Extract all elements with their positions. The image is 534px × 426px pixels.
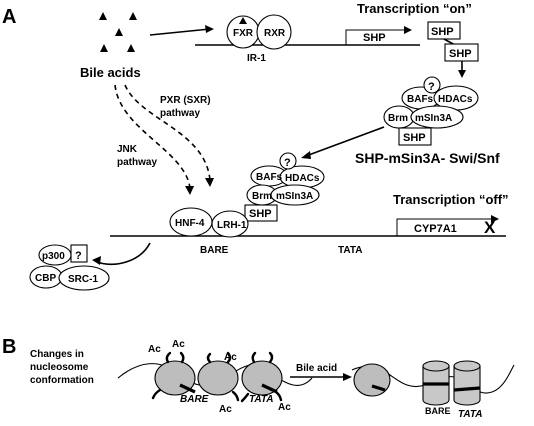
shp-protein-label-1: SHP (431, 26, 454, 38)
jnk-line-2: pathway (117, 157, 157, 168)
hnf4-label: HNF-4 (175, 218, 205, 229)
question-mark-bottom: ? (284, 157, 291, 169)
bile-acid-molecules (99, 12, 137, 52)
transcription-on-label: Transcription “on” (357, 1, 472, 16)
ac-label-4: Ac (219, 404, 232, 415)
bile-acid-to-fxr-arrow (149, 28, 211, 36)
fxr-rxr-heterodimer: FXR RXR (226, 14, 292, 50)
ac-label-2: Ac (172, 339, 185, 350)
shp-gene-box (345, 29, 410, 45)
src1-label: SRC-1 (68, 274, 98, 285)
transcription-off-label: Transcription “off” (393, 192, 509, 207)
hdacs-label-top: HDACs (438, 94, 473, 105)
changes-label: Changes in nucleosome conformation (30, 349, 94, 386)
jnk-pathway-arrow (114, 84, 191, 189)
shp-label-top: SHP (403, 132, 426, 144)
remodeled-nucleosomes (351, 360, 515, 406)
tata-label-b: TATA (458, 409, 482, 420)
pxr-line-1: PXR (SXR) (160, 95, 211, 106)
hdacs-label-bottom: HDACs (285, 173, 320, 184)
bile-acids-label: Bile acids (80, 65, 141, 80)
brm-label-top: Brm (388, 113, 408, 124)
jnk-pathway-label: JNK pathway (117, 144, 157, 168)
question-mark-small: ? (75, 250, 82, 262)
cyp7a1-gene-box (396, 218, 497, 236)
cbp-label: CBP (35, 273, 56, 284)
jnk-line-1: JNK (117, 144, 138, 155)
rxr-label: RXR (264, 28, 286, 39)
complex-caption: SHP-mSin3A- Swi/Snf (355, 150, 500, 166)
shp-protein-label-2: SHP (449, 48, 472, 60)
pxr-line-2: pathway (160, 108, 200, 119)
ac-label-1: Ac (148, 344, 161, 355)
p300-label: p300 (42, 251, 65, 262)
msin3a-label-bottom: mSIn3A (276, 191, 313, 202)
pxr-pathway-arrow (124, 84, 211, 181)
bafs-label-top: BAFs (407, 94, 434, 105)
panel-b-label: B (2, 336, 16, 358)
tata-italic-label: TATA (249, 394, 273, 405)
coactivator-complex: p300 ? CBP SRC-1 (29, 244, 110, 291)
acetylated-nucleosomes (117, 351, 313, 403)
fxr-label: FXR (233, 28, 254, 39)
ac-label-3: Ac (224, 352, 237, 363)
shp-label-bottom: SHP (249, 208, 272, 220)
cyp7a1-label: CYP7A1 (414, 223, 457, 235)
block-x-mark: X (484, 218, 496, 237)
shp-gene-label: SHP (363, 32, 386, 44)
ir1-label: IR-1 (247, 53, 266, 64)
shp-msin3a-complex-bottom: ? BAFs HDACs Brm mSIn3A SHP (244, 152, 325, 222)
coactivator-arrow (96, 242, 151, 266)
lrh1-label: LRH-1 (217, 220, 247, 231)
bare-italic-label: BARE (180, 394, 209, 405)
ac-label-5: Ac (278, 402, 291, 413)
shp-msin3a-complex-top: ? BAFs HDACs Brm mSIn3A SHP (383, 76, 479, 146)
changes-line-2: nucleosome (30, 362, 89, 373)
hnf4-lrh1-factors: HNF-4 LRH-1 (169, 207, 249, 238)
changes-line-3: conformation (30, 375, 94, 386)
bare-label: BARE (200, 245, 229, 256)
bafs-label-bottom: BAFs (256, 172, 283, 183)
bile-acid-label: Bile acid (296, 363, 337, 374)
changes-line-1: Changes in (30, 349, 84, 360)
msin3a-label-top: mSIn3A (415, 113, 452, 124)
bare-label-b: BARE (425, 406, 451, 416)
tata-label: TATA (338, 245, 362, 256)
complex-to-promoter-arrow (305, 126, 385, 157)
question-mark-top: ? (428, 81, 435, 93)
pxr-pathway-label: PXR (SXR) pathway (160, 95, 213, 119)
brm-label-bottom: Brm (252, 191, 272, 202)
panel-a-label: A (2, 6, 16, 28)
